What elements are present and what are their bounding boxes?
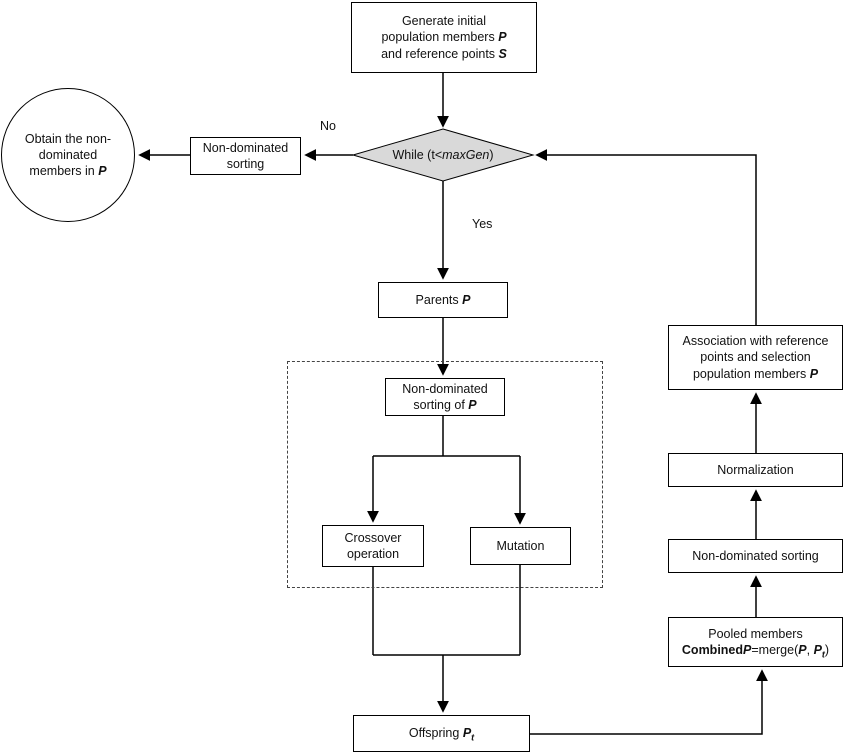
variation-operators-group — [287, 361, 603, 588]
node-parents-label: Parents P — [415, 292, 471, 307]
arrow-association-to-while — [535, 149, 757, 325]
node-normalization-label: Normalization — [717, 462, 794, 477]
node-non-dominated-sorting-right: Non-dominated sorting — [668, 539, 843, 573]
edge-label-no: No — [320, 119, 336, 133]
node-offspring: Offspring Pt — [353, 715, 530, 752]
node-mutation-label: Mutation — [496, 538, 545, 553]
node-mutation: Mutation — [470, 527, 571, 565]
node-while-condition: While (t<maxGen) — [353, 129, 533, 181]
arrow-offspring-to-pooled — [530, 669, 768, 735]
node-offspring-label: Offspring Pt — [408, 726, 475, 743]
node-non-dominated-sorting-right-label: Non-dominated sorting — [692, 548, 819, 563]
edge-label-yes: Yes — [472, 217, 493, 231]
node-parents: Parents P — [378, 282, 508, 318]
node-while-condition-label: While (t<maxGen) — [392, 147, 494, 162]
node-normalization: Normalization — [668, 453, 843, 487]
